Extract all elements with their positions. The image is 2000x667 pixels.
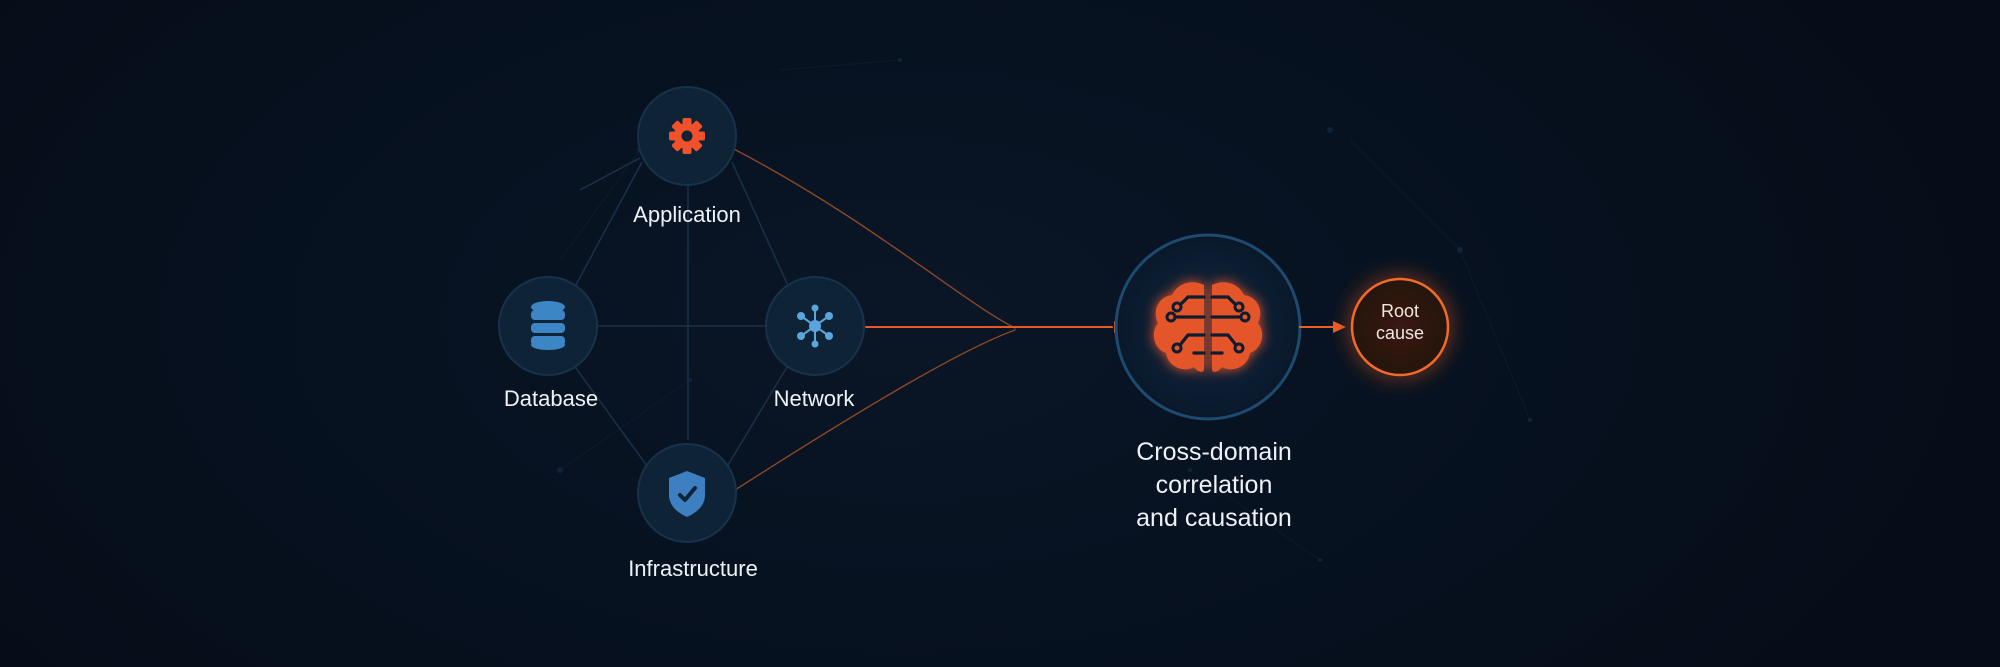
line-app-to-correlation: [731, 147, 1016, 329]
connection-network-infrastructure: [724, 361, 791, 471]
background-dots: [557, 58, 1532, 562]
database-label: Database: [503, 386, 599, 411]
arrow-to-root-cause: [1299, 321, 1346, 333]
root-cause-label-line-2: cause: [1375, 323, 1425, 343]
connection-database-infrastructure: [569, 359, 651, 471]
line-infrastructure-to-correlation: [734, 329, 1016, 491]
correlation-label: Cross-domain correlation and causation: [1084, 436, 1344, 535]
convergence-lines: [731, 147, 1126, 491]
root-cause-label: Root cause: [1360, 300, 1440, 344]
network-label: Network: [773, 386, 855, 411]
connection-app-outer-left: [579, 157, 641, 191]
connection-app-network: [731, 161, 791, 291]
correlation-label-line-2: correlation: [1155, 471, 1273, 499]
root-cause-node: [1350, 277, 1450, 377]
root-cause-label-line-1: Root: [1380, 301, 1420, 321]
node-connections: [569, 157, 791, 471]
node-application: [637, 86, 737, 186]
node-database: [498, 276, 598, 376]
correlation-label-line-3: and causation: [1136, 504, 1292, 532]
shield-icon: [669, 471, 705, 517]
connection-app-database: [569, 161, 643, 297]
application-label: Application: [633, 202, 741, 227]
background-network: [559, 59, 1531, 561]
gear-icon: [669, 118, 705, 154]
correlation-label-line-1: Cross-domain: [1136, 438, 1292, 466]
node-network: [765, 276, 865, 376]
correlation-node: [1114, 233, 1302, 421]
infrastructure-label: Infrastructure: [628, 556, 758, 581]
brain-icon: [1153, 282, 1263, 372]
node-infrastructure: [637, 443, 737, 543]
database-icon: [531, 301, 565, 350]
network-icon: [797, 304, 833, 348]
